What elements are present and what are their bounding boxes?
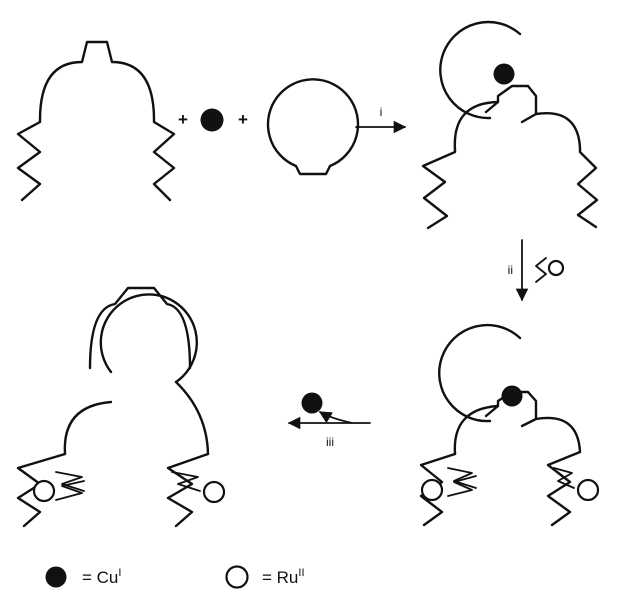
- macrocycle: [266, 78, 360, 176]
- catenate-ring: [438, 323, 522, 423]
- templated-left-zigzag: [421, 148, 457, 230]
- precursor-arc: [38, 40, 156, 122]
- copper-ion-centre: [493, 63, 515, 85]
- copper-catenate: [419, 323, 600, 527]
- ru-complex-left: [420, 467, 477, 502]
- copper-ion: [200, 108, 224, 132]
- templated-right-zigzag: [576, 146, 599, 229]
- free-upper-ligand: [88, 286, 192, 370]
- precursor-right-zigzag: [152, 118, 176, 202]
- free-catenane: [16, 286, 226, 528]
- ru-terpy-reagent: [535, 257, 565, 283]
- plus-sign-1: +: [178, 110, 188, 129]
- ru-complex-right: [553, 467, 600, 502]
- open-precursor: [16, 40, 176, 202]
- step-iii-arrow: iii: [287, 392, 371, 449]
- step-i-label: i: [380, 105, 383, 119]
- step-i-arrow: i: [355, 105, 407, 134]
- templated-ligand: [484, 84, 538, 124]
- legend-copper-symbol: [45, 566, 67, 588]
- templated-right-arc: [534, 112, 582, 150]
- free-right-zigzag: [166, 452, 210, 528]
- ru-complex-free-right: [171, 471, 226, 504]
- free-ring: [99, 293, 199, 384]
- legend-ruthenium-text: = RuII: [262, 567, 305, 587]
- legend-copper-text: = CuI: [82, 567, 121, 587]
- step-iii-label: iii: [326, 435, 334, 449]
- legend-ruthenium-symbol: [225, 565, 249, 589]
- plus-sign-2: +: [238, 110, 248, 129]
- step-ii-arrow: ii: [508, 239, 565, 302]
- free-right-arc: [174, 380, 210, 456]
- encircling-ring: [439, 20, 522, 120]
- templated-left-arc: [453, 100, 500, 152]
- precursor-left-zigzag: [16, 118, 42, 202]
- catenate-right-arc: [534, 416, 582, 454]
- templated-precursor: [421, 20, 599, 230]
- step-ii-label: ii: [508, 263, 513, 277]
- free-left-arc: [63, 400, 113, 456]
- legend: = CuI = RuII: [45, 565, 305, 589]
- ru-complex-free-left: [32, 471, 85, 503]
- catenate-right-zigzag: [546, 450, 582, 527]
- catenate-left-arc: [453, 404, 500, 456]
- free-left-zigzag: [16, 452, 67, 528]
- copper-ion-catenate: [501, 385, 523, 407]
- released-copper-ion: [301, 392, 323, 414]
